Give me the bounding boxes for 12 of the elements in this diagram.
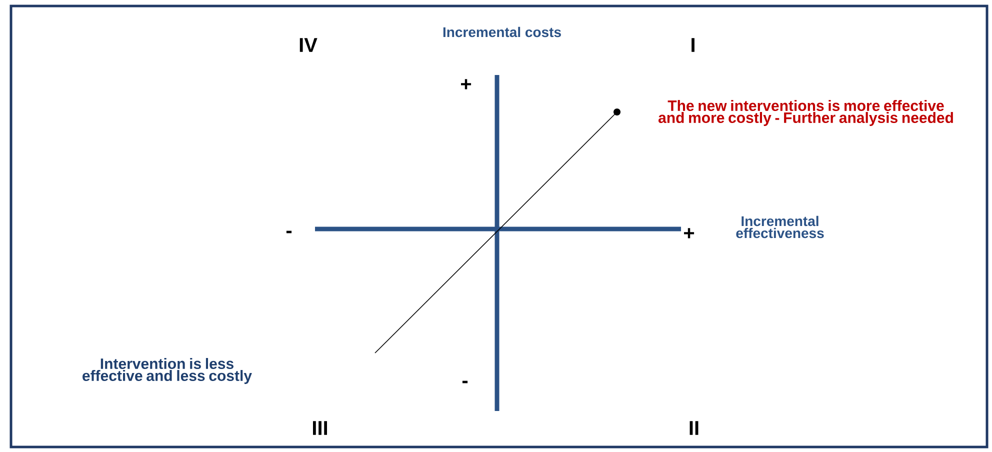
note-text: Intervention is less effective and less costly [82,358,252,384]
sign-label: - [462,380,468,384]
axis-title: Incremental costs [443,26,561,38]
note-text: The new interventions is more effective and more costly - Further analysis needed [658,100,953,126]
quadrant-numeral: IV [300,38,318,52]
quadrant-numeral: I [692,38,694,52]
sign-label: + [461,79,472,90]
quadrant-numeral: II [690,421,698,435]
sign-label: - [286,230,292,234]
sign-label: + [684,228,694,238]
axis-title: Incremental effectiveness [736,216,824,238]
quadrant-numeral: III [313,421,327,435]
